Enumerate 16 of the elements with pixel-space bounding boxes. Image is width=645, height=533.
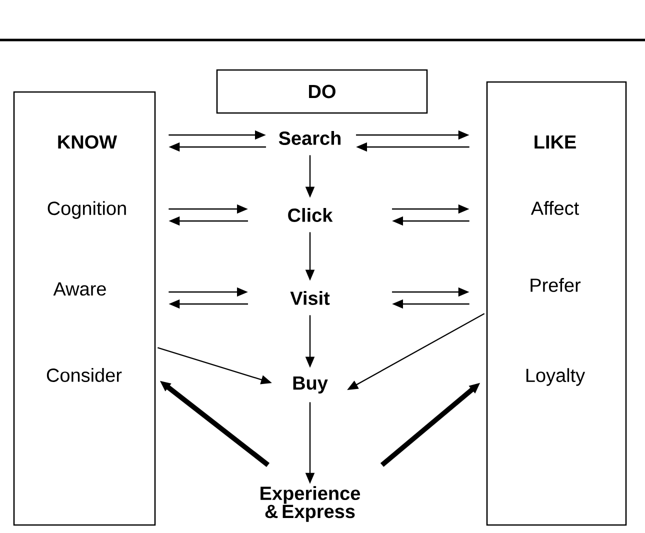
step-label: Buy — [293, 376, 328, 394]
column-heading: KNOW — [58, 135, 118, 149]
stage-label: Prefer — [530, 278, 581, 292]
stage-label: Affect — [530, 201, 579, 215]
stage-label: Aware — [53, 282, 106, 296]
step-label: Search — [278, 131, 340, 145]
step-label: Experience & Express — [260, 486, 360, 522]
stage-label: Loyalty — [526, 368, 586, 386]
step-label: Click — [288, 208, 333, 222]
title-box: DO — [216, 69, 428, 114]
stage-label: Consider — [46, 368, 122, 382]
column-box — [13, 91, 156, 526]
stage-label: Cognition — [48, 201, 126, 219]
column-box — [486, 81, 627, 526]
column-heading: LIKE — [534, 135, 576, 149]
step-label: Visit — [290, 291, 330, 305]
